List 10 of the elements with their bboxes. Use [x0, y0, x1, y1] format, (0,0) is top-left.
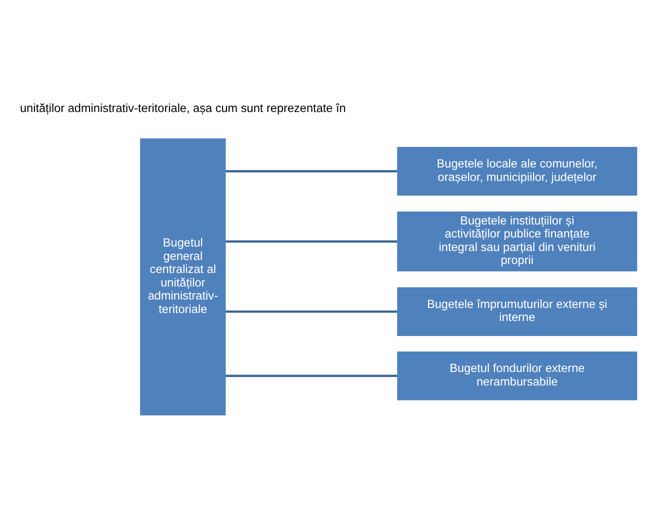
node-box: Bugetul general centralizat al unităților administrativ-teritoriale: [140, 138, 226, 416]
node-box: Bugetele împrumuturilor externe și interne: [397, 287, 638, 336]
connector: [226, 240, 398, 243]
node-box: Bugetul fondurilor externe nerambursabile: [397, 352, 638, 400]
node-box: Bugetele instituțiilor și activităților publice finanțate integral sau parțial din venituri proprii: [397, 212, 638, 272]
node-box: Bugetele locale ale comunelor, orașelor, municipiilor, județelor: [397, 146, 638, 196]
connector: [226, 170, 398, 172]
connector: [226, 374, 398, 377]
connector: [226, 310, 398, 313]
label: unităților administrativ-teritoriale, așa cum sunt reprezentate în: [20, 101, 346, 116]
